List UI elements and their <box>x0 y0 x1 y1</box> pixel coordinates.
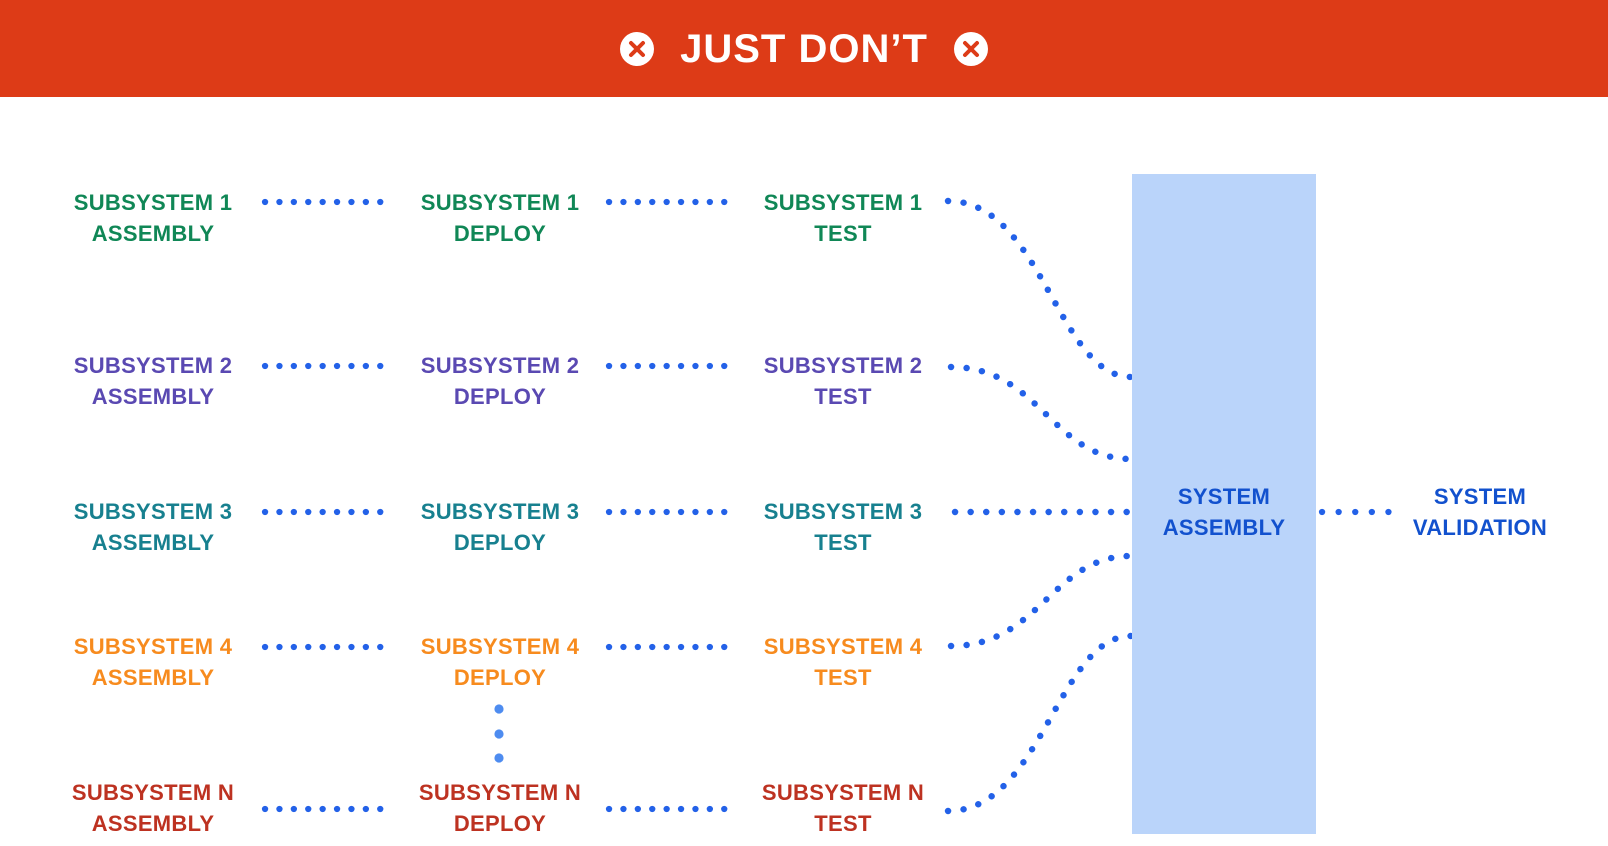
node-line2: TEST <box>814 384 872 409</box>
node-line1: SUBSYSTEM 3 <box>73 499 233 524</box>
node-subsystem-n-deploy: SUBSYSTEM N DEPLOY <box>340 777 660 839</box>
node-line1: SUBSYSTEM 3 <box>763 499 923 524</box>
node-line2: TEST <box>814 221 872 246</box>
banner: JUST DON’T <box>0 0 1608 97</box>
x-circle-icon <box>620 31 655 66</box>
node-line2: DEPLOY <box>453 384 547 409</box>
node-subsystem-2-test: SUBSYSTEM 2 TEST <box>683 350 1003 412</box>
node-system-validation: SYSTEM VALIDATION <box>1320 481 1608 543</box>
node-subsystem-n-assembly: SUBSYSTEM N ASSEMBLY <box>0 777 313 839</box>
node-line1: SYSTEM <box>1177 484 1271 509</box>
node-line2: TEST <box>814 530 872 555</box>
node-subsystem-4-assembly: SUBSYSTEM 4 ASSEMBLY <box>0 631 313 693</box>
node-line1: SYSTEM <box>1433 484 1527 509</box>
node-line2: ASSEMBLY <box>91 665 215 690</box>
node-line1: SUBSYSTEM 4 <box>420 634 580 659</box>
node-line1: SUBSYSTEM N <box>761 780 925 805</box>
node-line2: DEPLOY <box>453 530 547 555</box>
node-subsystem-2-assembly: SUBSYSTEM 2 ASSEMBLY <box>0 350 313 412</box>
node-line1: SUBSYSTEM 4 <box>73 634 233 659</box>
node-line2: TEST <box>814 665 872 690</box>
node-line2: ASSEMBLY <box>91 530 215 555</box>
node-subsystem-3-test: SUBSYSTEM 3 TEST <box>683 496 1003 558</box>
banner-title: JUST DON’T <box>680 26 928 71</box>
node-subsystem-n-test: SUBSYSTEM N TEST <box>683 777 1003 839</box>
node-line1: SUBSYSTEM N <box>418 780 582 805</box>
node-subsystem-4-test: SUBSYSTEM 4 TEST <box>683 631 1003 693</box>
node-line1: SUBSYSTEM 1 <box>763 190 923 215</box>
node-line2: DEPLOY <box>453 221 547 246</box>
node-subsystem-4-deploy: SUBSYSTEM 4 DEPLOY <box>340 631 660 693</box>
node-system-assembly: SYSTEM ASSEMBLY <box>1064 481 1384 543</box>
node-line1: SUBSYSTEM 1 <box>420 190 580 215</box>
node-subsystem-3-deploy: SUBSYSTEM 3 DEPLOY <box>340 496 660 558</box>
node-line1: SUBSYSTEM 1 <box>73 190 233 215</box>
node-line1: SUBSYSTEM N <box>71 780 235 805</box>
node-line1: SUBSYSTEM 3 <box>420 499 580 524</box>
x-circle-icon <box>953 31 988 66</box>
node-line2: TEST <box>814 811 872 836</box>
node-subsystem-1-assembly: SUBSYSTEM 1 ASSEMBLY <box>0 187 313 249</box>
node-line2: VALIDATION <box>1412 515 1548 540</box>
node-subsystem-3-assembly: SUBSYSTEM 3 ASSEMBLY <box>0 496 313 558</box>
node-subsystem-1-deploy: SUBSYSTEM 1 DEPLOY <box>340 187 660 249</box>
node-subsystem-1-test: SUBSYSTEM 1 TEST <box>683 187 1003 249</box>
node-line2: ASSEMBLY <box>1162 515 1286 540</box>
node-line2: ASSEMBLY <box>91 811 215 836</box>
node-line2: DEPLOY <box>453 665 547 690</box>
node-subsystem-2-deploy: SUBSYSTEM 2 DEPLOY <box>340 350 660 412</box>
node-line2: ASSEMBLY <box>91 221 215 246</box>
node-line1: SUBSYSTEM 4 <box>763 634 923 659</box>
node-line1: SUBSYSTEM 2 <box>73 353 233 378</box>
rows-ellipsis-icon <box>494 704 504 763</box>
node-line1: SUBSYSTEM 2 <box>420 353 580 378</box>
node-line1: SUBSYSTEM 2 <box>763 353 923 378</box>
node-line2: ASSEMBLY <box>91 384 215 409</box>
node-line2: DEPLOY <box>453 811 547 836</box>
system-assembly-box: SYSTEM ASSEMBLY <box>1132 174 1316 834</box>
